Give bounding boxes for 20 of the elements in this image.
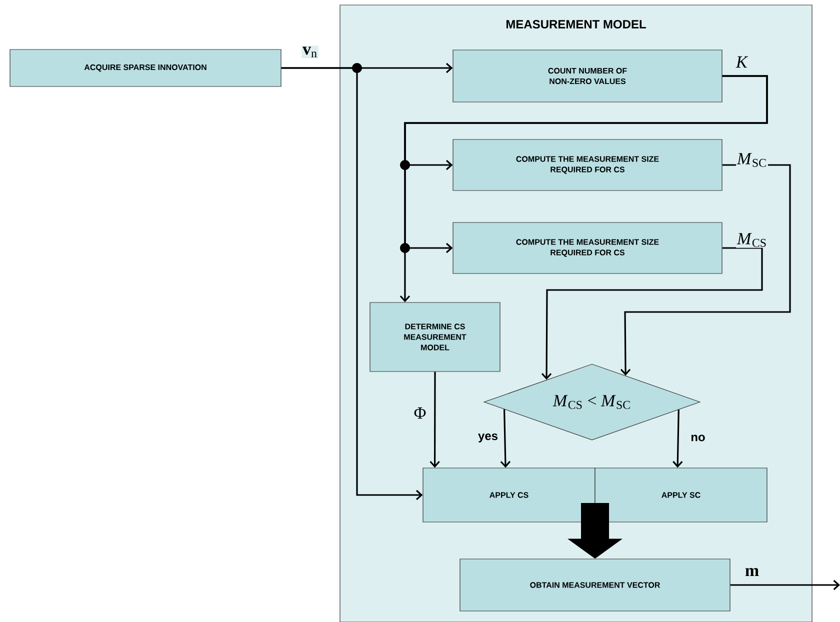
arrow (430, 372, 440, 468)
process-box: COUNT NUMBER OF NON-ZERO VALUES (452, 50, 722, 102)
arrow (500, 409, 511, 468)
arrow (672, 410, 683, 468)
arrow (730, 580, 840, 590)
edge-label: M$_{CS}$ (736, 232, 768, 248)
edge-label: M$_{SC}$ (736, 152, 768, 168)
process-box: APPLY SC (594, 468, 768, 522)
process-box: OBTAIN MEASUREMENT VECTOR (460, 558, 730, 612)
edge-label: v$_{n}$ (302, 46, 318, 58)
arrow (400, 75, 768, 302)
arrow (541, 247, 763, 380)
edge-label: m (744, 567, 760, 577)
process-box: APPLY CS (422, 468, 596, 522)
process-box: DETERMINE CS MEASUREMENT MODEL (370, 302, 500, 372)
process-box: COMPUTE THE MEASUREMENT SIZE REQUIRED FOR CS (452, 222, 722, 274)
arrow (620, 164, 791, 376)
arrow (281, 67, 423, 500)
process-box: COMPUTE THE MEASUREMENT SIZE REQUIRED FOR CS (452, 139, 722, 191)
process-box: ACQUIRE SPARSE INNOVATION (10, 49, 282, 87)
